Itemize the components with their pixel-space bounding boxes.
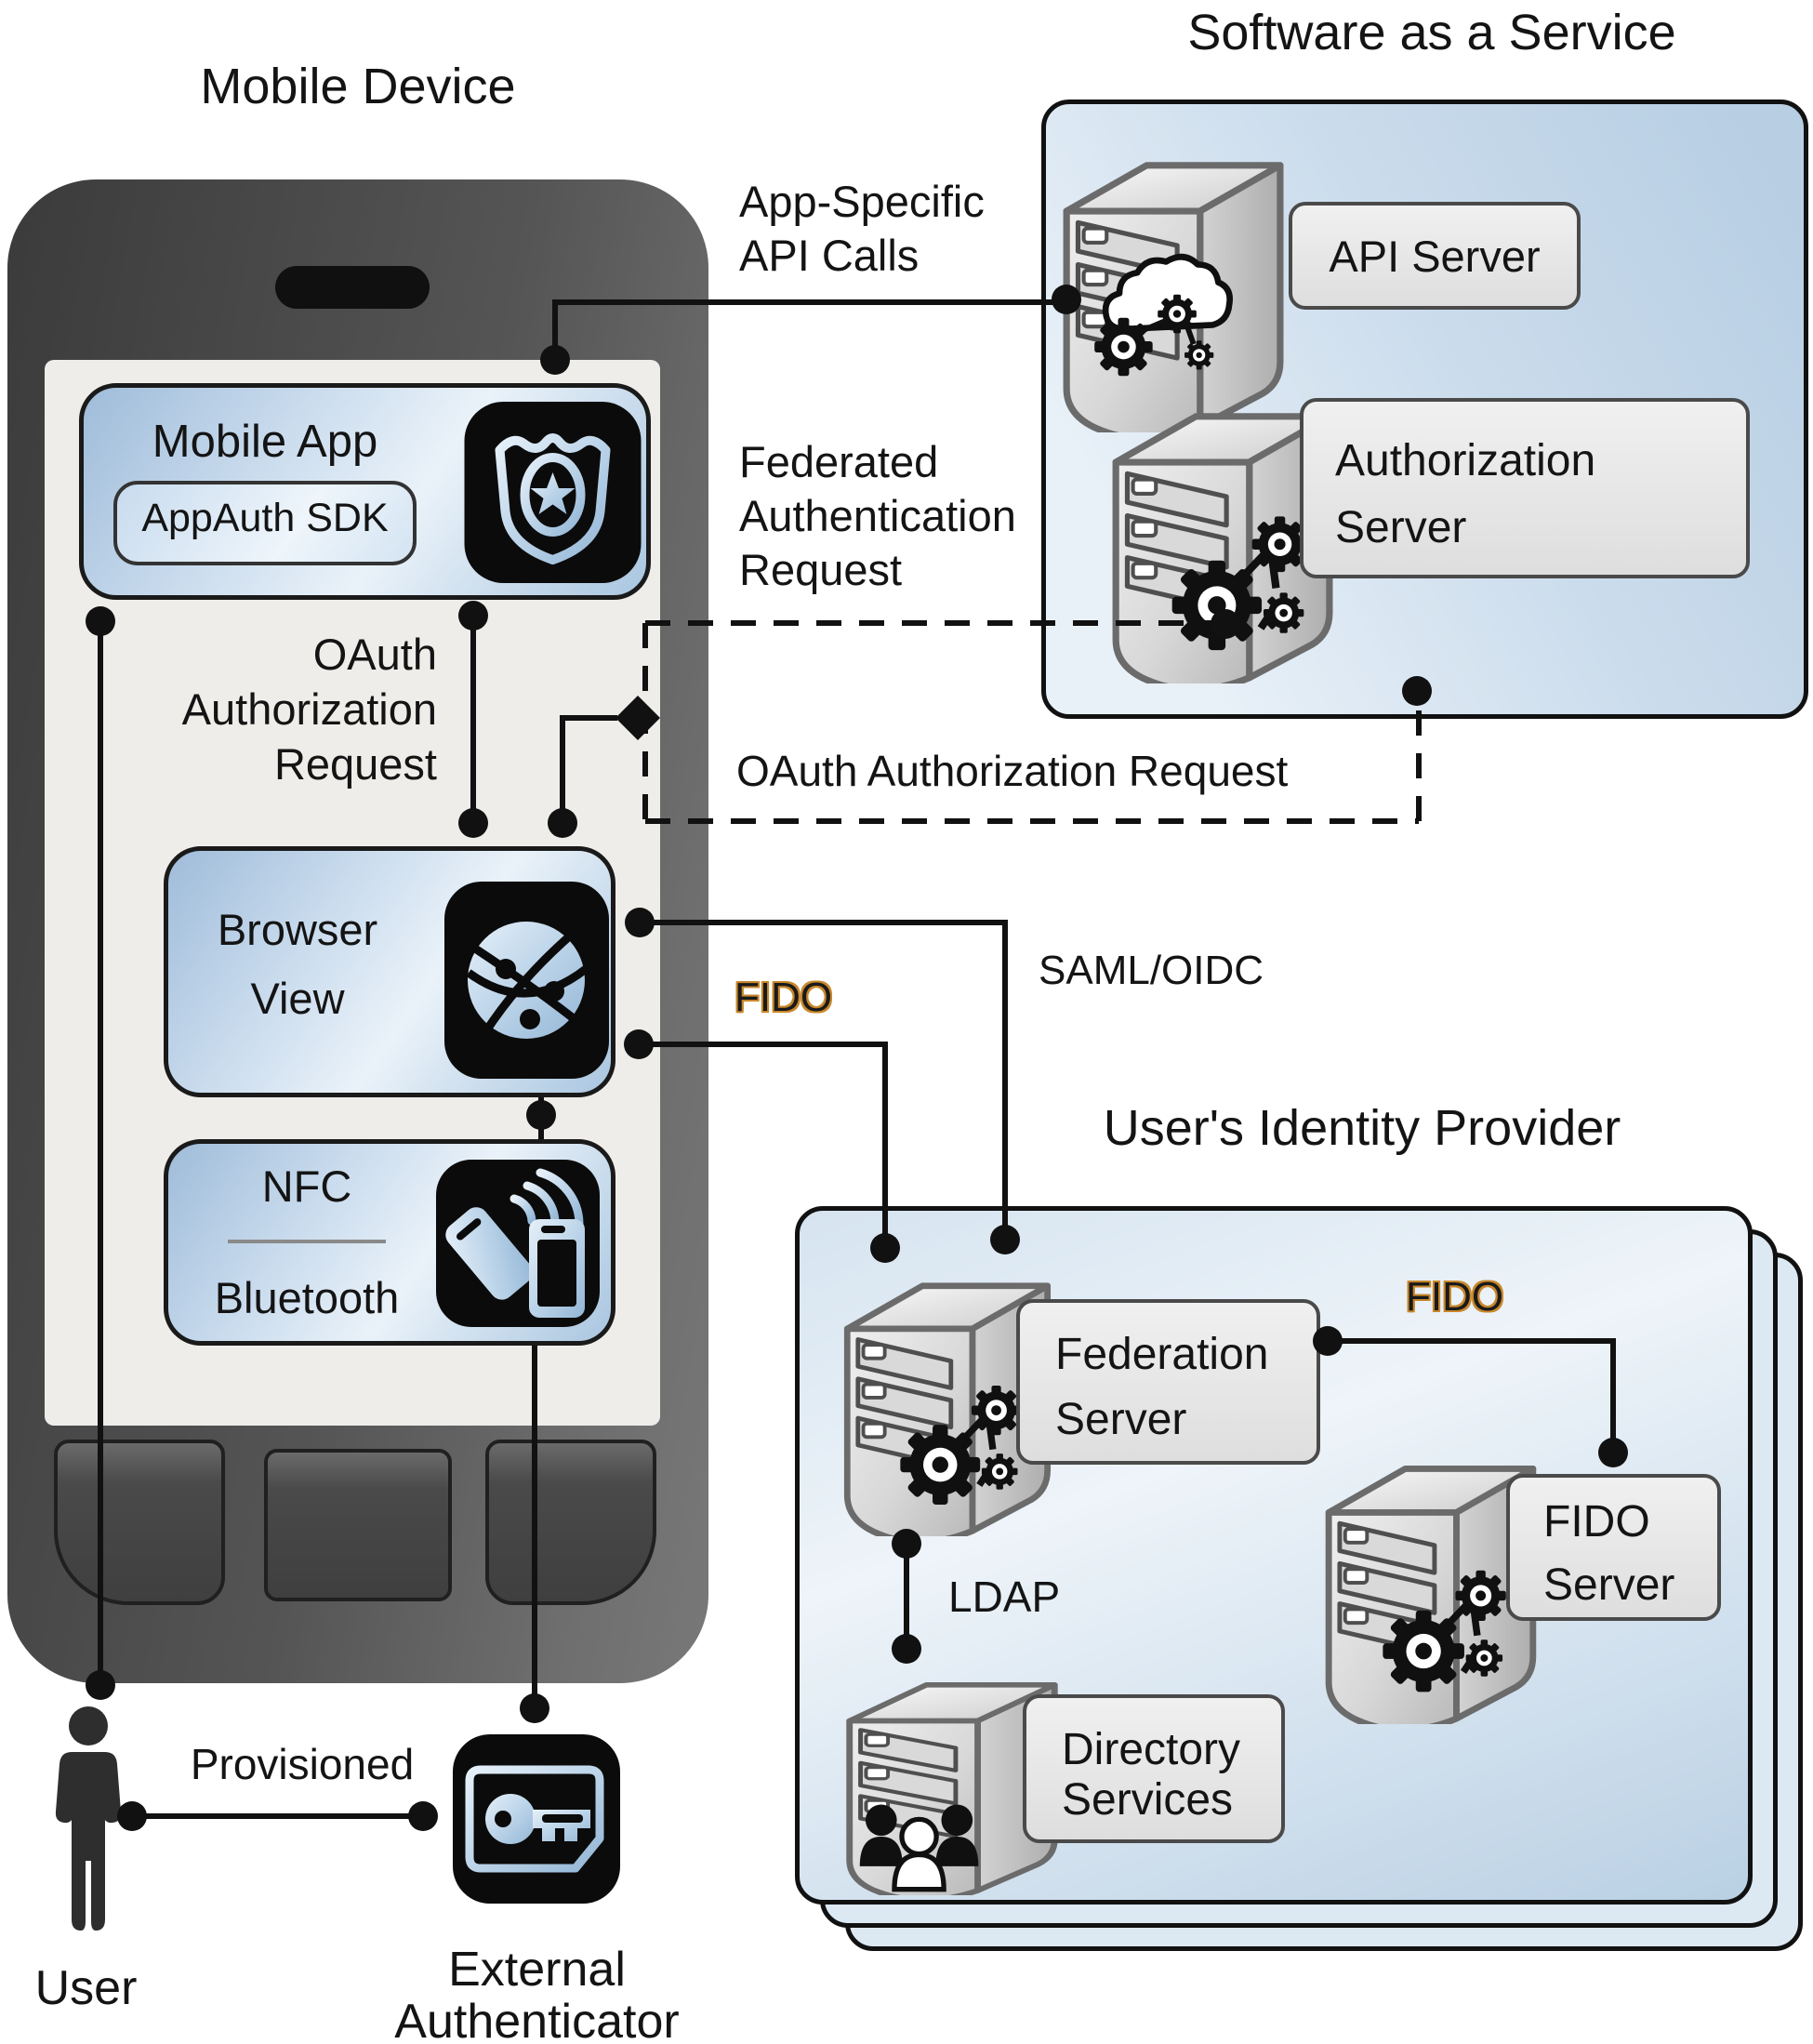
oauth-auth-request-vertical-label: OAuth Authorization Request: [139, 627, 437, 791]
fido-federation-label: FIDO: [1406, 1274, 1504, 1320]
browser-view-label: Browser View: [172, 896, 423, 1033]
external-authenticator-label-line2: Authenticator: [394, 1995, 680, 2044]
phone-speaker: [275, 266, 430, 309]
api-server-icon: [1043, 135, 1302, 432]
app-specific-api-calls-line1: App-Specific: [739, 177, 985, 226]
phone-button-middle: [264, 1449, 452, 1601]
external-authenticator-label: External Authenticator: [353, 1944, 721, 2044]
federated-auth-request-label: Federated Authentication Request: [739, 435, 1016, 597]
saas-title: Software as a Service: [1187, 5, 1676, 60]
federated-auth-request-line3: Request: [739, 545, 903, 594]
authorization-server-label-line2: Server: [1335, 503, 1467, 552]
federation-server-label-line2: Server: [1055, 1395, 1187, 1444]
api-server-label-box: [1289, 202, 1581, 310]
external-authenticator-label-line1: External: [448, 1943, 626, 1997]
directory-services-label-line1: Directory: [1062, 1725, 1241, 1774]
browser-view-label-line1: Browser: [217, 905, 378, 954]
oauth-vertical-line3: Request: [273, 739, 437, 789]
mobile-device-title: Mobile Device: [200, 59, 516, 114]
authorization-server-label-line1: Authorization: [1335, 436, 1596, 485]
federation-server-label-box: Federation Server: [1016, 1299, 1320, 1465]
user-icon: [55, 1706, 122, 1931]
appauth-sdk-label: AppAuth SDK: [141, 496, 389, 540]
phone-button-right: [485, 1440, 656, 1605]
phone-button-left: [54, 1440, 225, 1605]
ldap-label: LDAP: [948, 1573, 1061, 1621]
app-specific-api-calls-line2: API Calls: [739, 231, 920, 280]
fido-server-label-line2: Server: [1543, 1560, 1675, 1610]
fido-browser-label: FIDO: [734, 975, 833, 1020]
federated-auth-request-line1: Federated: [739, 437, 939, 486]
nfc-bluetooth-divider: [228, 1240, 386, 1243]
idp-title: User's Identity Provider: [1103, 1100, 1621, 1156]
browser-view-label-line2: View: [250, 974, 345, 1023]
app-specific-api-calls-label: App-Specific API Calls: [739, 175, 985, 283]
authorization-server-label-box: Authorization Server: [1300, 398, 1750, 578]
directory-services-label-box: Directory Services: [1023, 1694, 1285, 1843]
api-server-label: API Server: [1329, 232, 1541, 281]
oauth-vertical-line2: Authorization: [181, 684, 437, 734]
fido-server-label-line1: FIDO: [1543, 1497, 1650, 1546]
globe-browser-icon: [444, 882, 609, 1079]
fido-server-label-box: FIDO Server: [1506, 1474, 1721, 1621]
federated-auth-request-line2: Authentication: [739, 491, 1016, 540]
external-authenticator-icon: [453, 1734, 620, 1904]
nfc-tap-icon: [436, 1160, 600, 1327]
directory-services-label-line2: Services: [1062, 1775, 1234, 1825]
saml-oidc-label: SAML/OIDC: [1039, 948, 1264, 993]
oauth-vertical-line1: OAuth: [312, 630, 437, 679]
bluetooth-label: Bluetooth: [214, 1273, 400, 1322]
provisioned-label: Provisioned: [190, 1740, 415, 1788]
oauth-auth-request-horizontal-label: OAuth Authorization Request: [736, 747, 1289, 795]
user-label: User: [34, 1961, 138, 2015]
appauth-sdk-box: [113, 481, 417, 565]
mobile-app-label: Mobile App: [152, 417, 378, 467]
nfc-label: NFC: [261, 1161, 352, 1211]
security-badge-icon: [464, 402, 642, 583]
federation-server-label-line1: Federation: [1055, 1330, 1269, 1379]
